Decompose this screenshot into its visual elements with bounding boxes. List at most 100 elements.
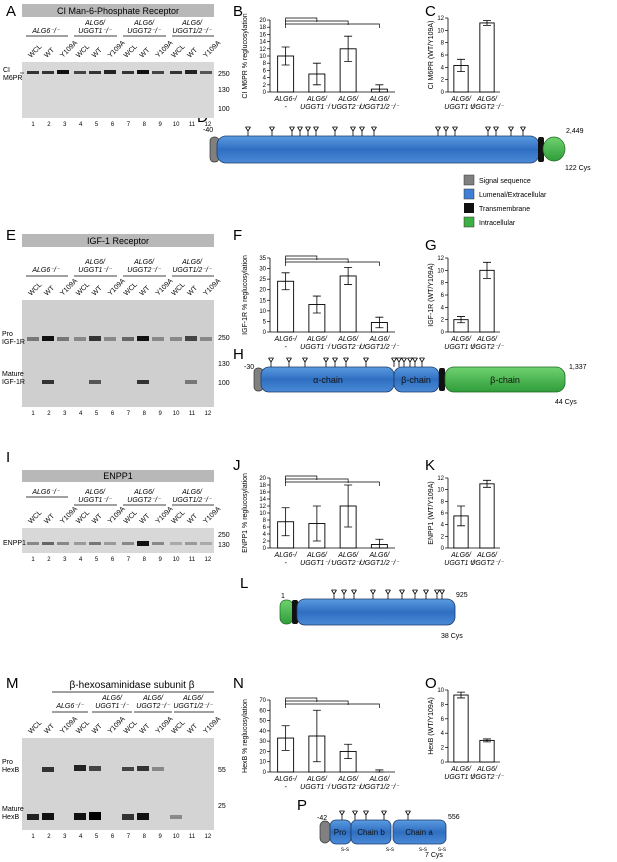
genotype-label: UGGT1/2⁻/⁻: [172, 267, 213, 274]
lane-number: 4: [79, 557, 83, 563]
x-tick-label: UGGT2⁻/⁻: [331, 104, 366, 111]
genotype-label: UGGT1⁻/⁻: [78, 267, 113, 274]
glycosylation-site-icon: [359, 126, 365, 136]
genotype-header: ALG6⁻/⁻ ALG6/ UGGT1⁻/⁻ ALG6/ UGGT2⁻/⁻ AL…: [52, 695, 214, 713]
x-tick-label: UGGT1⁻/⁻: [300, 104, 335, 111]
y-axis-label: HexB % reglucosylation: [242, 699, 249, 773]
genotype-label: ALG6⁻/⁻: [31, 28, 61, 35]
x-tick-label: ALG6/: [368, 776, 390, 783]
y-axis-label: IGF-1R % reglucosylation: [242, 255, 249, 335]
y-tick-label: 6: [441, 717, 445, 723]
glycosylation-site-icon: [350, 126, 356, 136]
significance-bracket: [285, 697, 318, 702]
genotype-label: UGGT2⁻/⁻: [127, 267, 162, 274]
chart-panel-j: ENPP1 % reglucosylation 0246810121416182…: [242, 473, 400, 567]
lane-number: 9: [159, 122, 163, 128]
error-bar: [483, 20, 491, 26]
intracellular-domain: [542, 136, 566, 162]
legend-swatch: [463, 188, 475, 200]
y-tick-label: 4: [441, 731, 445, 737]
y-tick-label: 0: [263, 90, 267, 96]
glycosylation-site-icon: [363, 357, 369, 367]
y-tick-label: 70: [259, 698, 266, 704]
legend-swatch: [464, 203, 474, 213]
mw-marker: 250: [218, 532, 230, 539]
bar: [479, 739, 495, 763]
legend-swatch: [463, 174, 475, 186]
panel-letter-k: K: [425, 457, 435, 474]
y-axis-label: CI M6PR (WT/Y109A): [428, 21, 435, 90]
glycosylation-site-icon: [485, 126, 491, 136]
x-tick-label: -: [284, 104, 287, 111]
band-label: Mature: [2, 806, 24, 813]
glycosylation-site-icon: [245, 126, 251, 136]
x-tick-label: UGGT1⁻/⁻: [300, 560, 335, 567]
residue-start: -40: [203, 127, 213, 134]
glycosylation-site-icon: [323, 357, 329, 367]
x-tick-label: ALG6/: [337, 552, 359, 559]
signal-sequence-domain: [319, 820, 331, 844]
y-tick-label: 10: [259, 511, 266, 517]
y-tick-label: 0: [441, 760, 445, 766]
significance-bracket: [285, 478, 349, 483]
y-tick-label: 14: [259, 497, 266, 503]
lane-label: WT: [186, 512, 199, 525]
x-tick-label: UGGT1⁻/⁻: [444, 344, 479, 351]
significance-bracket: [285, 700, 349, 705]
y-tick-label: 14: [259, 40, 266, 46]
lane-number: 8: [143, 834, 147, 840]
legend-swatch: [463, 216, 475, 228]
y-tick-label: 12: [437, 16, 444, 22]
glycosylation-site-icon: [412, 589, 418, 599]
lane-number: 2: [47, 411, 51, 417]
lane-number: 9: [159, 834, 163, 840]
beta-chain-intracellular-domain: [444, 366, 566, 393]
error-bar: [375, 769, 384, 773]
error-bar: [344, 35, 353, 62]
lane-number: 3: [63, 557, 67, 563]
y-tick-label: 0: [441, 330, 445, 336]
genotype-label: UGGT1/2⁻/⁻: [172, 28, 213, 35]
y-tick-label: 6: [441, 293, 445, 299]
genotype-label: UGGT1⁻/⁻: [95, 703, 130, 710]
lane-number: 9: [159, 557, 163, 563]
significance-bracket: [285, 703, 380, 708]
error-bar: [375, 316, 384, 329]
disulfide-label: s-s: [438, 847, 446, 853]
y-tick-label: 20: [259, 18, 266, 24]
y-tick-label: 12: [259, 47, 266, 53]
blot-image: [22, 528, 214, 553]
lane-label: WCL: [27, 509, 43, 525]
genotype-label: ALG6/: [182, 695, 204, 702]
lane-label: WT: [91, 284, 104, 297]
error-bar: [312, 709, 321, 763]
error-bar: [281, 272, 290, 291]
x-tick-label: ALG6/: [368, 336, 390, 343]
error-bar: [312, 295, 321, 314]
error-bar: [483, 479, 491, 488]
lane-number: 3: [63, 834, 67, 840]
x-tick-label: UGGT1/2⁻/⁻: [360, 104, 401, 111]
lane-label: WT: [186, 46, 199, 59]
lane-number: 10: [173, 834, 180, 840]
y-tick-label: 10: [437, 268, 444, 274]
y-tick-label: 8: [263, 61, 267, 67]
error-bar: [457, 691, 465, 699]
glycosylation-site-icon: [332, 357, 338, 367]
legend-label: Lumenal/Extracellular: [479, 192, 547, 199]
lane-number: 11: [189, 834, 196, 840]
y-tick-label: 10: [259, 309, 266, 315]
glycosylation-sites: [245, 126, 526, 136]
x-tick-label: ALG6/: [306, 336, 328, 343]
chain-b-domain: [350, 819, 392, 845]
glycosylation-site-icon: [363, 810, 369, 820]
domain-legend: Signal sequence Lumenal/Extracellular Tr…: [463, 174, 547, 228]
error-bar: [457, 505, 465, 527]
y-axis-label: IGF-1R (WT/Y109A): [428, 263, 435, 326]
glycosylation-site-icon: [370, 589, 376, 599]
lane-number: 11: [189, 557, 196, 563]
y-tick-label: 8: [441, 281, 445, 287]
glycosylation-site-icon: [343, 357, 349, 367]
